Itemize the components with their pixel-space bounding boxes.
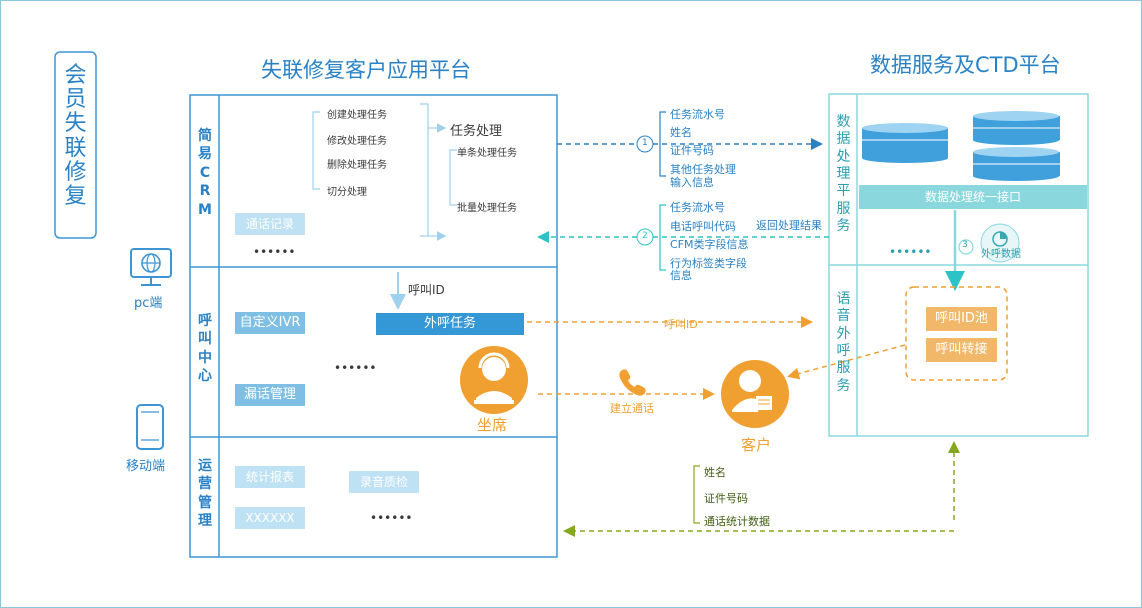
recording-qc-button[interactable]: 录音质检 xyxy=(349,471,419,493)
call-center-section-label: 呼叫中心 xyxy=(198,313,212,385)
ops-more: •••••• xyxy=(370,511,413,525)
task-process-label: 任务处理 xyxy=(450,124,503,139)
establish-call-label: 建立通话 xyxy=(610,402,654,415)
step2-number: 2 xyxy=(642,231,648,241)
bottom-field: 姓名 xyxy=(704,466,726,479)
data-service-section-label: 数据处理平服务 xyxy=(836,114,851,235)
single-task-label[interactable]: 单条处理任务 xyxy=(457,148,517,159)
custom-ivr-button[interactable]: 自定义IVR xyxy=(235,312,305,334)
member-label-box xyxy=(54,51,97,239)
stats-report-button[interactable]: 统计报表 xyxy=(235,466,305,488)
phone-call-icon xyxy=(619,369,646,396)
call-center-more: •••••• xyxy=(334,361,377,375)
step1-number: 1 xyxy=(642,138,648,148)
voice-service-section-label: 语音外呼服务 xyxy=(836,291,851,394)
smartphone-icon xyxy=(136,404,164,450)
mobile-label: 移动端 xyxy=(126,459,166,474)
task-delete[interactable]: 删除处理任务 xyxy=(327,160,387,171)
flow2-field: 电话呼叫代码 xyxy=(670,220,736,233)
crm-more: •••••• xyxy=(253,245,296,259)
flow2-field: 任务流水号 xyxy=(670,201,725,214)
flow1-field: 输入信息 xyxy=(670,176,714,189)
pie-chart-icon xyxy=(980,223,1020,263)
agent-label: 坐席 xyxy=(477,416,508,434)
database-icon xyxy=(973,111,1060,145)
flow1-field: 证件号码 xyxy=(670,144,714,157)
database-icon xyxy=(862,123,948,163)
task-modify[interactable]: 修改处理任务 xyxy=(327,136,387,147)
call-record-button[interactable]: 通话记录 xyxy=(235,213,305,235)
pc-label: pc端 xyxy=(134,296,163,311)
data-service-more: •••••• xyxy=(889,245,932,259)
call-id-pool-box xyxy=(905,286,1008,381)
monitor-globe-icon xyxy=(130,248,172,286)
agent-headset-icon xyxy=(460,346,528,414)
left-platform-box xyxy=(189,94,558,558)
return-result-label: 返回处理结果 xyxy=(756,219,822,232)
unified-interface-bar: 数据处理统一接口 xyxy=(859,185,1087,209)
flow2-field: 信息 xyxy=(670,269,692,282)
customer-icon xyxy=(721,360,789,428)
ops-section-label: 运营管理 xyxy=(198,458,212,530)
bottom-field: 证件号码 xyxy=(704,492,748,505)
customer-label: 客户 xyxy=(741,436,772,454)
right-platform-title: 数据服务及CTD平台 xyxy=(870,53,1061,77)
outbound-task-button[interactable]: 外呼任务 xyxy=(376,313,524,335)
call-id-pool-chip: 呼叫ID池 xyxy=(926,307,997,331)
call-transfer-chip: 呼叫转接 xyxy=(926,338,997,362)
outbound-data-label: 外呼数据 xyxy=(981,249,1021,260)
bottom-field: 通话统计数据 xyxy=(704,515,770,528)
placeholder-button[interactable]: XXXXXX xyxy=(235,507,305,529)
flow1-field: 任务流水号 xyxy=(670,108,725,121)
call-id-label: 呼叫ID xyxy=(408,283,445,297)
flow2-field: 行为标签类字段 xyxy=(670,257,747,270)
left-platform-title: 失联修复客户应用平台 xyxy=(261,58,471,82)
batch-task-label[interactable]: 批量处理任务 xyxy=(457,203,517,214)
flow2-field: CFM类字段信息 xyxy=(670,238,749,251)
member-restore-label: 会员失联修复 xyxy=(64,63,87,209)
task-create[interactable]: 创建处理任务 xyxy=(327,110,387,121)
call-id-flow-label: 呼叫ID xyxy=(664,318,698,331)
task-split[interactable]: 切分处理 xyxy=(327,187,367,198)
database-icon xyxy=(973,147,1060,181)
flow1-field: 其他任务处理 xyxy=(670,163,736,176)
flow1-field: 姓名 xyxy=(670,126,692,139)
step3-number: 3 xyxy=(962,240,968,250)
missed-call-button[interactable]: 漏话管理 xyxy=(235,384,305,406)
